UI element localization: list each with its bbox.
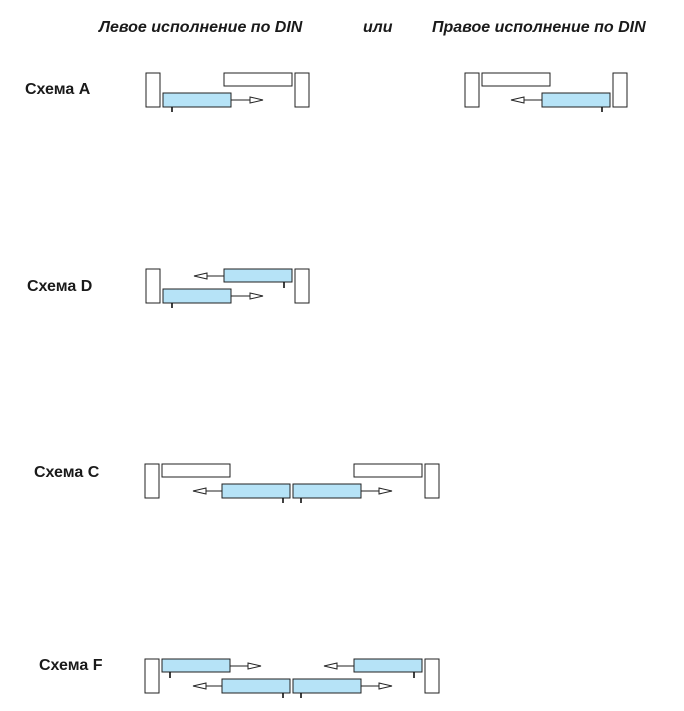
sliding-leaf-inner-right — [292, 678, 362, 694]
scheme-a-left — [145, 72, 310, 112]
frame-post-right — [424, 463, 440, 499]
sliding-leaf-left — [221, 483, 291, 499]
scheme-a-right — [464, 72, 628, 112]
arrow-right-head — [249, 292, 264, 300]
scheme-f-label: Схема F — [39, 657, 103, 674]
scheme-d — [145, 268, 310, 308]
sliding-leaf-inner-left — [221, 678, 291, 694]
sliding-leaf — [162, 92, 232, 108]
scheme-c — [144, 463, 440, 503]
arrow-left-head — [323, 662, 338, 670]
sliding-leaf-back — [223, 268, 293, 283]
arrow-left-head — [510, 96, 525, 104]
sliding-leaf-front — [162, 288, 232, 304]
frame-post-right — [424, 658, 440, 694]
frame-post-right — [612, 72, 628, 108]
scheme-c-label: Схема C — [34, 464, 100, 481]
sliding-leaf-outer-left — [161, 658, 231, 673]
frame-post-left — [145, 268, 161, 304]
sliding-leaf-right — [292, 483, 362, 499]
arrow-right-head — [378, 487, 393, 495]
frame-post-right — [294, 72, 310, 108]
arrow-right-head — [247, 662, 262, 670]
frame-post-right — [294, 268, 310, 304]
fixed-leaf — [481, 72, 551, 87]
arrow-left-head — [192, 487, 207, 495]
scheme-f — [144, 658, 440, 698]
frame-post-left — [464, 72, 480, 108]
header-or: или — [363, 19, 393, 36]
arrow-left-head — [192, 682, 207, 690]
header-left-din: Левое исполнение по DIN — [99, 19, 303, 36]
sliding-leaf — [541, 92, 611, 108]
scheme-d-label: Схема D — [27, 278, 93, 295]
sliding-leaf-outer-right — [353, 658, 423, 673]
header-right-din: Правое исполнение по DIN — [432, 19, 646, 36]
arrow-right-head — [378, 682, 393, 690]
frame-post-left — [144, 658, 160, 694]
arrow-right-head — [249, 96, 264, 104]
fixed-leaf-right — [353, 463, 423, 478]
scheme-a-label: Схема A — [25, 81, 91, 98]
fixed-leaf — [223, 72, 293, 87]
frame-post-left — [144, 463, 160, 499]
frame-post-left — [145, 72, 161, 108]
fixed-leaf-left — [161, 463, 231, 478]
arrow-left-head — [193, 272, 208, 280]
